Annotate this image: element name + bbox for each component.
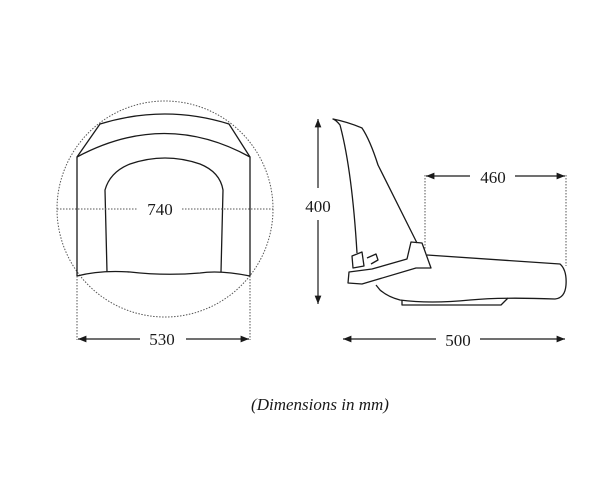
- dimensions-caption: (Dimensions in mm): [251, 395, 389, 414]
- backrest-top-edge: [76, 132, 251, 158]
- seat-base-plate: [401, 297, 509, 306]
- seat-cushion-side: [375, 254, 567, 303]
- side-view: 400 460 500: [305, 118, 567, 350]
- height-label: 400: [305, 197, 331, 216]
- seat-outline-front: [76, 113, 251, 277]
- seat-inner-outline: [104, 157, 224, 273]
- front-view: 740 530: [56, 100, 274, 349]
- hinge-block: [351, 251, 379, 269]
- overall-depth-label: 500: [445, 331, 471, 350]
- backrest-side: [332, 118, 418, 254]
- diameter-label: 740: [147, 200, 173, 219]
- hinge-bracket: [347, 241, 432, 285]
- width-label: 530: [149, 330, 175, 349]
- seat-depth-label: 460: [480, 168, 506, 187]
